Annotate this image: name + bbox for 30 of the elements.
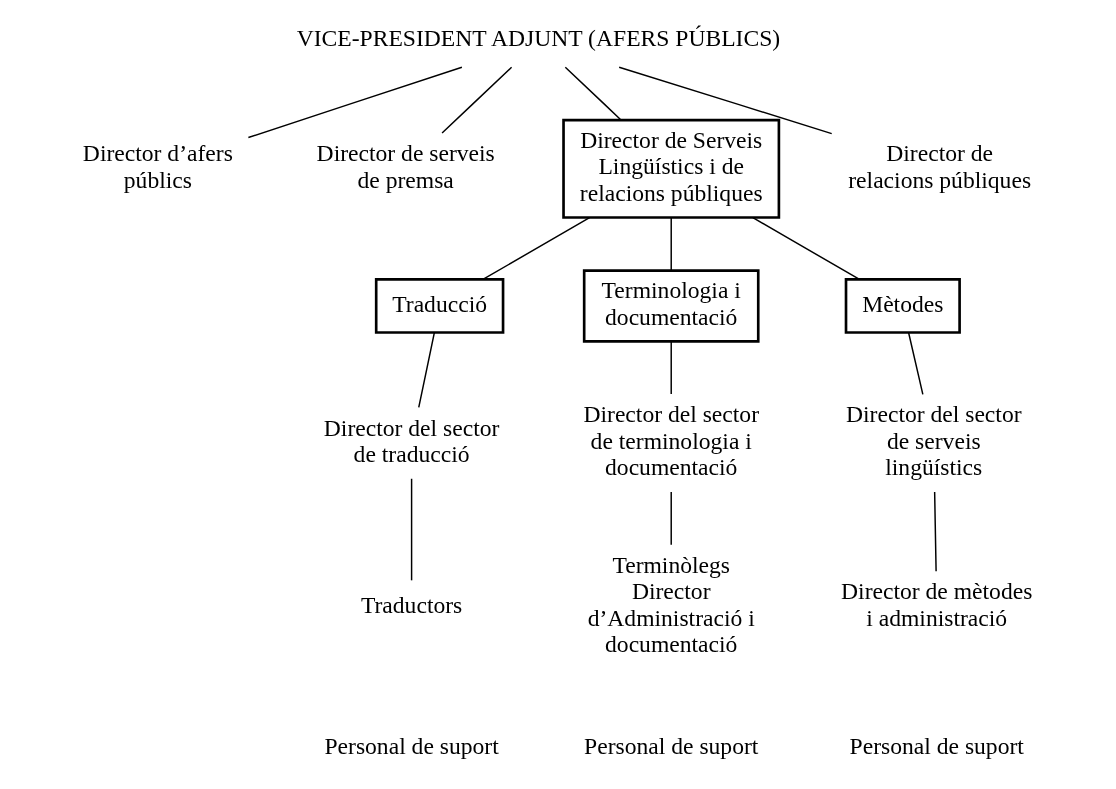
- connector: [441, 66, 513, 134]
- node-box: Terminologia i documentació: [582, 269, 760, 343]
- connector: [670, 491, 672, 546]
- connector: [933, 491, 937, 572]
- connector: [907, 332, 924, 396]
- connector: [410, 478, 413, 582]
- node-box: Traducció: [374, 278, 505, 334]
- connector: [482, 216, 591, 281]
- connector: [752, 216, 861, 281]
- node-text: Director de relacions públiques: [848, 140, 1032, 193]
- node-text: Terminòlegs Director d’Administració i documentació: [587, 551, 755, 658]
- node-text: VICE-PRESIDENT ADJUNT (AFERS PÚBLICS): [296, 25, 781, 52]
- connector: [418, 332, 436, 409]
- label: Personal de suport: [849, 733, 1024, 760]
- connector: [247, 66, 463, 139]
- node-text: Director de serveis de premsa: [316, 140, 495, 193]
- node-box: Director de Serveis Lingüístics i de relacions públiques: [562, 118, 781, 219]
- node-text: Director del sector de serveis lingüístics: [846, 401, 1022, 481]
- node-text: Director del sector de traducció: [323, 414, 500, 468]
- connector: [670, 341, 672, 395]
- connector: [564, 66, 622, 121]
- node-text: Director d’afers públics: [82, 140, 233, 193]
- label: Personal de suport: [584, 733, 759, 760]
- connector: [618, 66, 833, 135]
- node-text: Director de mètodes i administració: [841, 578, 1033, 631]
- connector: [670, 216, 672, 271]
- label: Personal de suport: [324, 733, 499, 760]
- node-box: Mètodes: [844, 278, 961, 334]
- node-text: Traductors: [360, 591, 463, 618]
- node-text: Director del sector de terminologia i documentació: [583, 401, 759, 481]
